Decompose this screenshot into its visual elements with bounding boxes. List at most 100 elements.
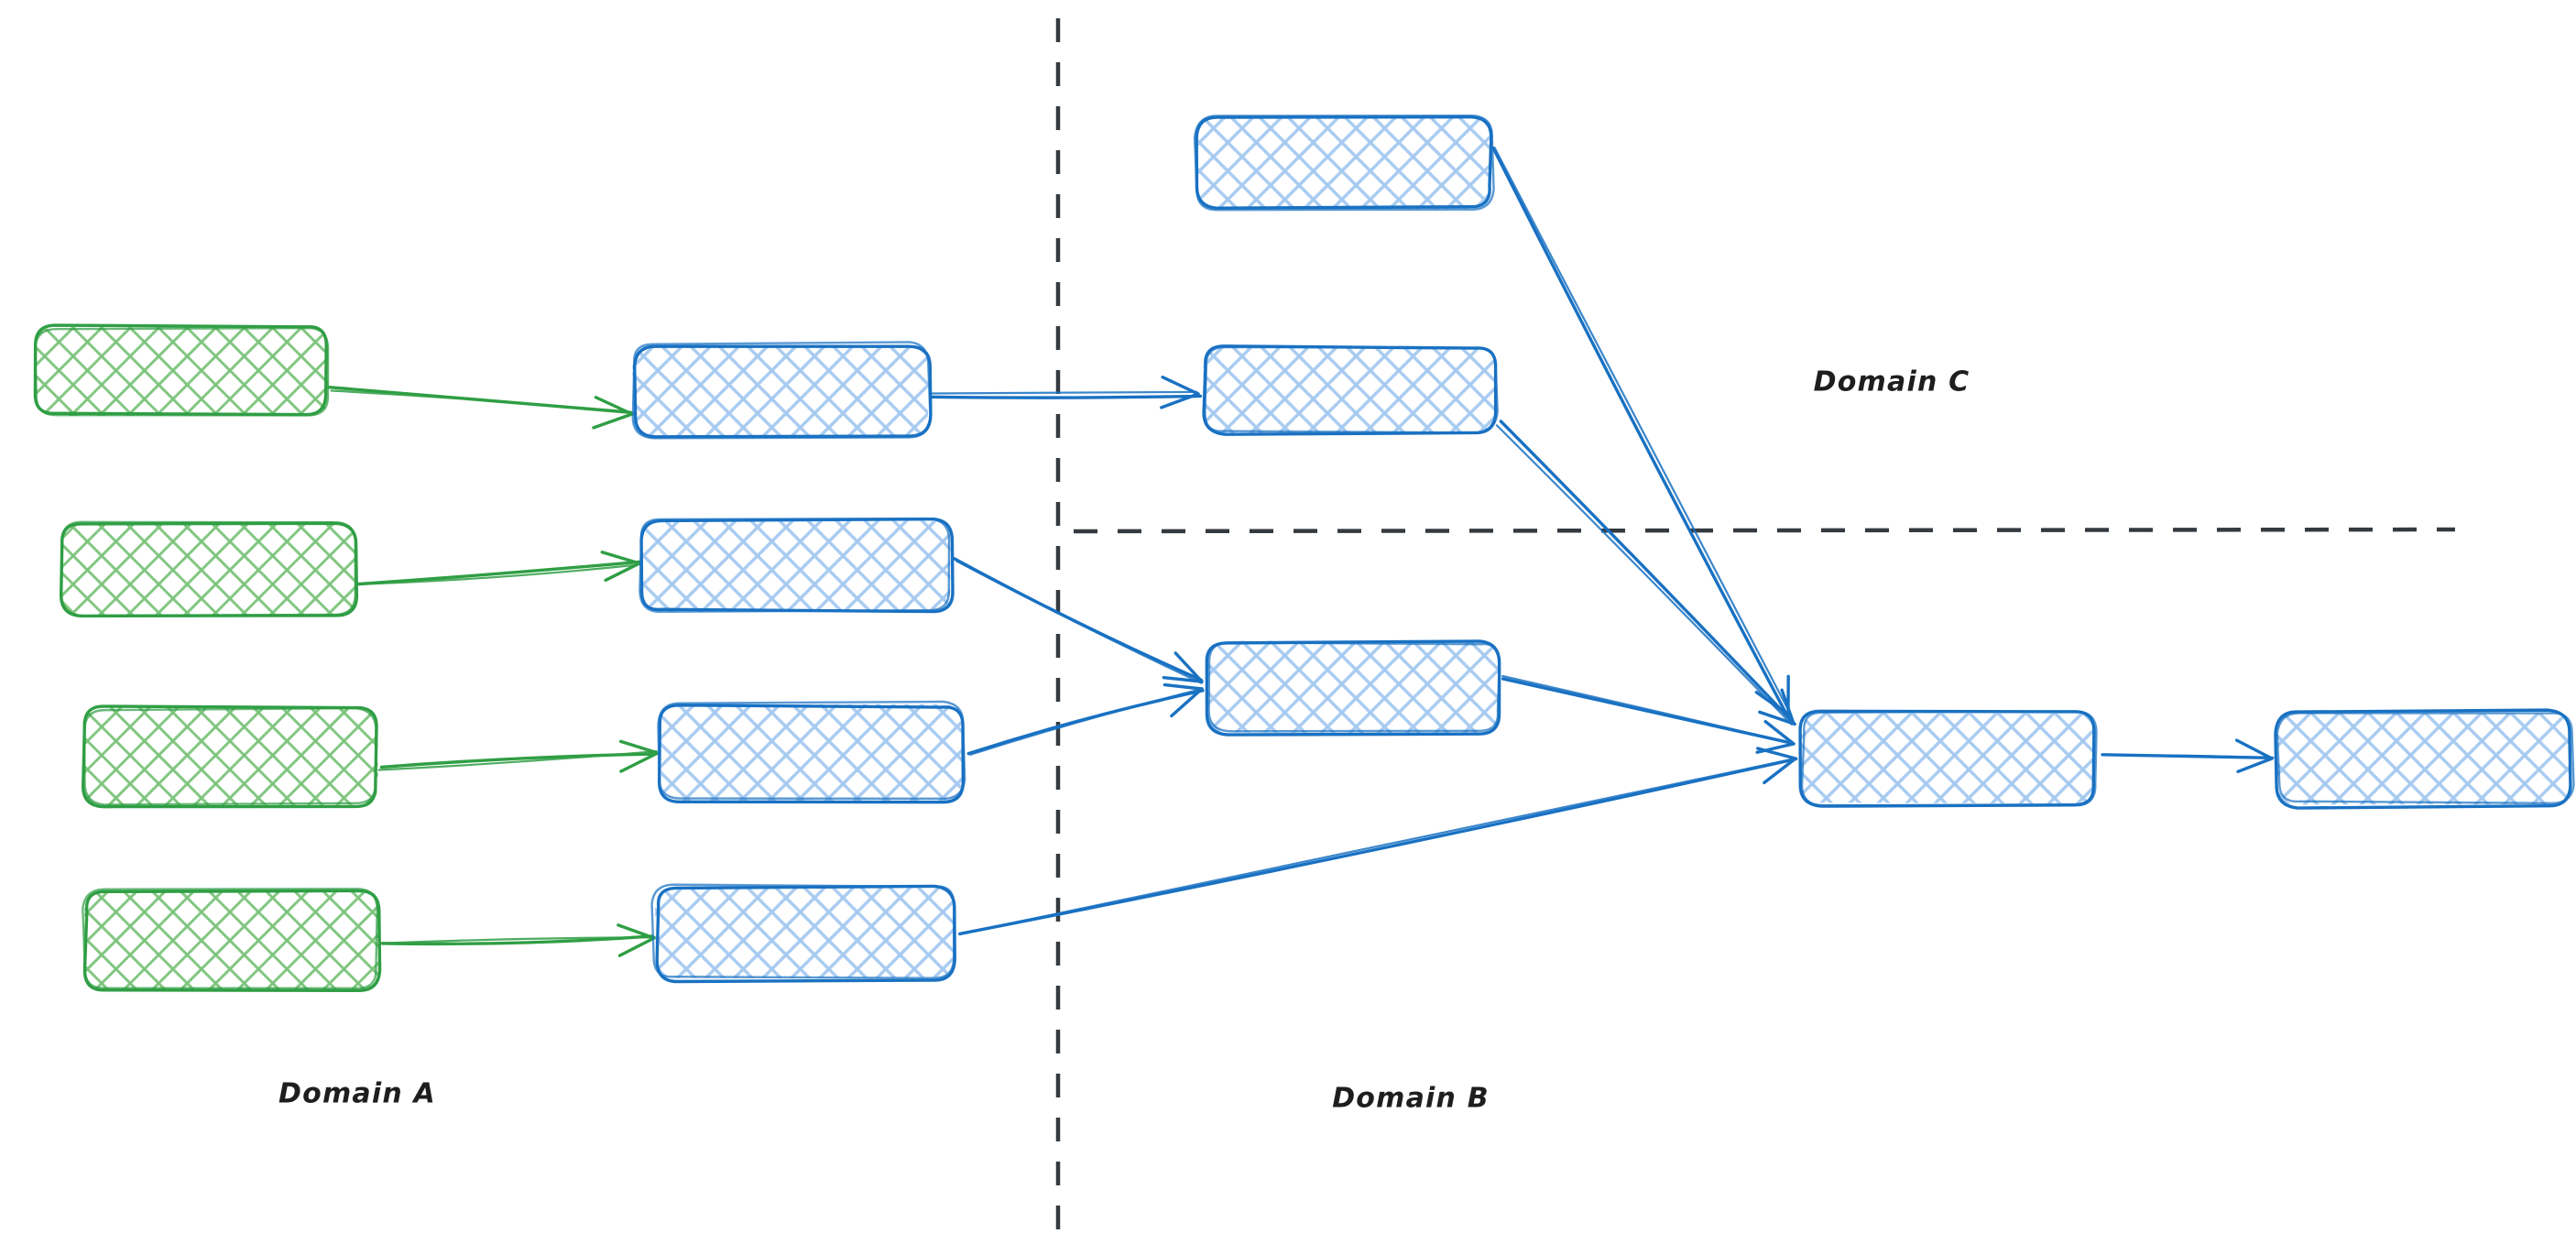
divider-horizontal [1073, 527, 2456, 534]
arrow-head-stroke [604, 562, 641, 583]
arrow-head [592, 396, 634, 430]
node-hatch-fill-b [655, 887, 955, 978]
arrow-head-stroke [1755, 742, 1796, 754]
arrow-head-stroke [592, 412, 634, 430]
edge-stroke [1499, 420, 1796, 726]
edge-e-a3-b3 [377, 739, 660, 773]
node-hatch-fill-b [660, 704, 964, 802]
arrow-head [2234, 738, 2274, 773]
arrow-head [1758, 688, 1796, 726]
node-hatch-fill-b [632, 346, 929, 439]
arrow-head [1162, 682, 1204, 718]
node-b3[interactable] [657, 700, 966, 804]
edge-e-c1-d1 [1491, 147, 1792, 716]
edge-stroke [955, 560, 1203, 684]
edge-stroke [929, 394, 1203, 399]
arrow-head-stroke [1763, 757, 1797, 785]
arrow-head-stroke [1780, 688, 1796, 726]
edge-stroke [969, 688, 1201, 756]
node-c2[interactable] [1202, 344, 1499, 436]
node-hatch-fill-b [84, 891, 381, 990]
edge-stroke [380, 936, 658, 944]
arrow-head-stroke [1763, 719, 1796, 746]
node-outline [82, 704, 378, 809]
arrow-head [617, 923, 656, 957]
edge-stroke [1493, 147, 1792, 715]
node-c3[interactable] [1205, 639, 1501, 737]
edge-stroke [953, 557, 1203, 682]
node-outline [34, 326, 330, 417]
arrow-head-stroke [617, 923, 656, 940]
edge-stroke [1501, 674, 1794, 745]
domain-label-domain-b: Domain B [1332, 1083, 1490, 1115]
domain-label-domain-a: Domain A [278, 1078, 436, 1110]
edge-stroke [958, 757, 1798, 936]
node-outline [82, 706, 377, 806]
arrow-head-stroke [1170, 687, 1204, 718]
node-outline [2274, 708, 2572, 810]
edge-e-a2-b2 [355, 551, 641, 586]
edge-stroke [379, 752, 658, 769]
arrow-head-stroke [2234, 738, 2274, 760]
node-outline [657, 700, 966, 801]
edge-stroke [931, 390, 1198, 395]
node-b4[interactable] [650, 883, 956, 984]
arrow-head [600, 551, 641, 583]
arrow-head [1160, 376, 1200, 409]
node-b2[interactable] [639, 517, 955, 614]
node-outline [1204, 345, 1499, 434]
node-hatch-fill-b [84, 707, 378, 805]
node-hatch-fill-b [2276, 713, 2571, 805]
node-outline [631, 341, 932, 440]
edge-e-c2-d1 [1495, 420, 1796, 726]
node-outline [1207, 641, 1501, 733]
edge-e-b4-d1 [958, 747, 1798, 936]
edge-stroke [355, 560, 641, 586]
edge-e-b1-c2 [929, 376, 1203, 409]
arrow-head-stroke [619, 751, 660, 773]
edge-e-b2-c3 [953, 557, 1204, 684]
node-d1[interactable] [1798, 709, 2098, 808]
node-outline [1193, 115, 1495, 212]
node-hatch-fill-b [60, 523, 356, 617]
node-outline [60, 520, 357, 617]
node-hatch-fill-b [1195, 117, 1490, 210]
edge-stroke [1491, 147, 1788, 715]
node-a3[interactable] [82, 704, 378, 809]
node-hatch-fill-b [1207, 640, 1501, 734]
edge-stroke [377, 749, 658, 771]
arrow-head-stroke [1162, 675, 1204, 683]
node-c1[interactable] [1193, 115, 1495, 212]
node-layer [33, 115, 2575, 993]
edge-stroke [1495, 424, 1793, 726]
arrow-head [1162, 651, 1204, 683]
node-a1[interactable] [33, 323, 330, 417]
edge-stroke [959, 758, 1796, 935]
node-d2[interactable] [2274, 708, 2575, 810]
arrow-head [619, 739, 660, 773]
node-outline [650, 883, 955, 979]
divider-layer [1055, 18, 2456, 1237]
node-b1[interactable] [631, 341, 933, 440]
arrow-head-stroke [2236, 757, 2274, 773]
edge-e-d1-d2 [2101, 738, 2275, 773]
arrow-head-stroke [594, 396, 634, 416]
edge-layer [326, 147, 2275, 957]
node-a2[interactable] [59, 520, 359, 618]
node-outline [1800, 710, 2098, 807]
node-a4[interactable] [82, 888, 382, 993]
arrow-head-stroke [1161, 376, 1200, 396]
arrow-head [1755, 719, 1796, 754]
arrow-head-stroke [1160, 392, 1200, 409]
arrow-head-stroke [1758, 710, 1796, 726]
arrow-head-stroke [1173, 651, 1204, 683]
edge-e-b3-c3 [966, 682, 1205, 756]
edge-e-c3-d1 [1501, 674, 1796, 754]
node-hatch-fill-b [640, 520, 951, 613]
arrow-head-stroke [600, 551, 641, 565]
node-outline [2276, 712, 2575, 805]
edge-e-a1-b1 [326, 385, 634, 430]
